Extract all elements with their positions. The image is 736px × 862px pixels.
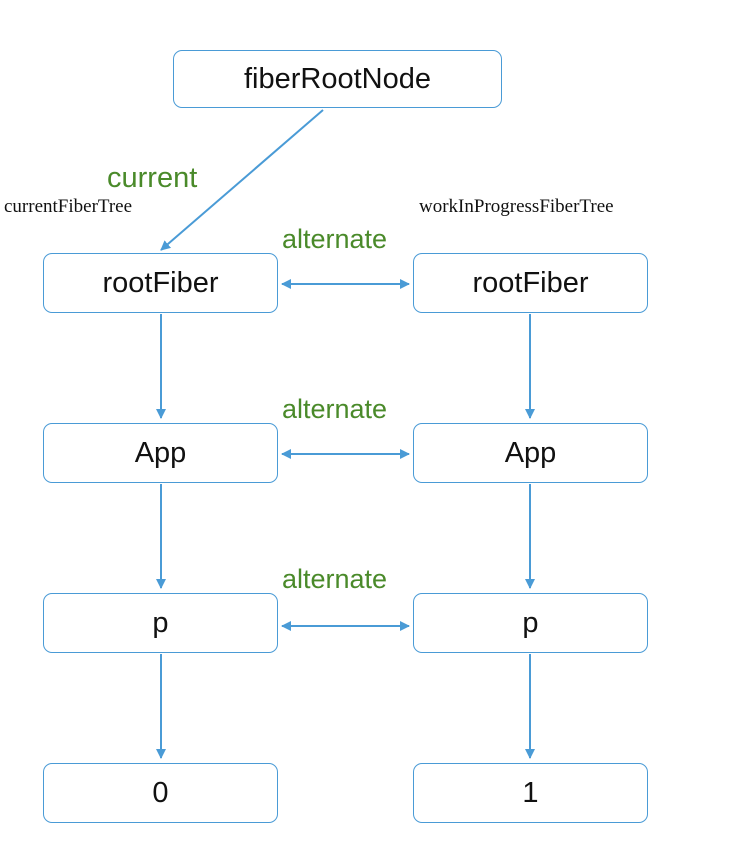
current-app-node: App <box>43 423 278 483</box>
alternate-label-app: alternate <box>282 394 388 424</box>
current-text-node: 0 <box>43 763 278 823</box>
current-rootfiber-node: rootFiber <box>43 253 278 313</box>
wip-rootfiber-node: rootFiber <box>413 253 648 313</box>
current-p-node: p <box>43 593 278 653</box>
alternate-label-p: alternate <box>282 564 388 594</box>
wip-p-node: p <box>413 593 648 653</box>
wip-app-node: App <box>413 423 648 483</box>
wip-tree-title: workInProgressFiberTree <box>419 196 614 217</box>
current-tree-title: currentFiberTree <box>4 196 133 217</box>
fiber-root-node: fiberRootNode <box>173 50 502 108</box>
current-pointer-arrow <box>160 109 324 251</box>
current-pointer-label: current <box>107 162 198 194</box>
alternate-label-rootfiber: alternate <box>282 224 388 254</box>
wip-text-node: 1 <box>413 763 648 823</box>
